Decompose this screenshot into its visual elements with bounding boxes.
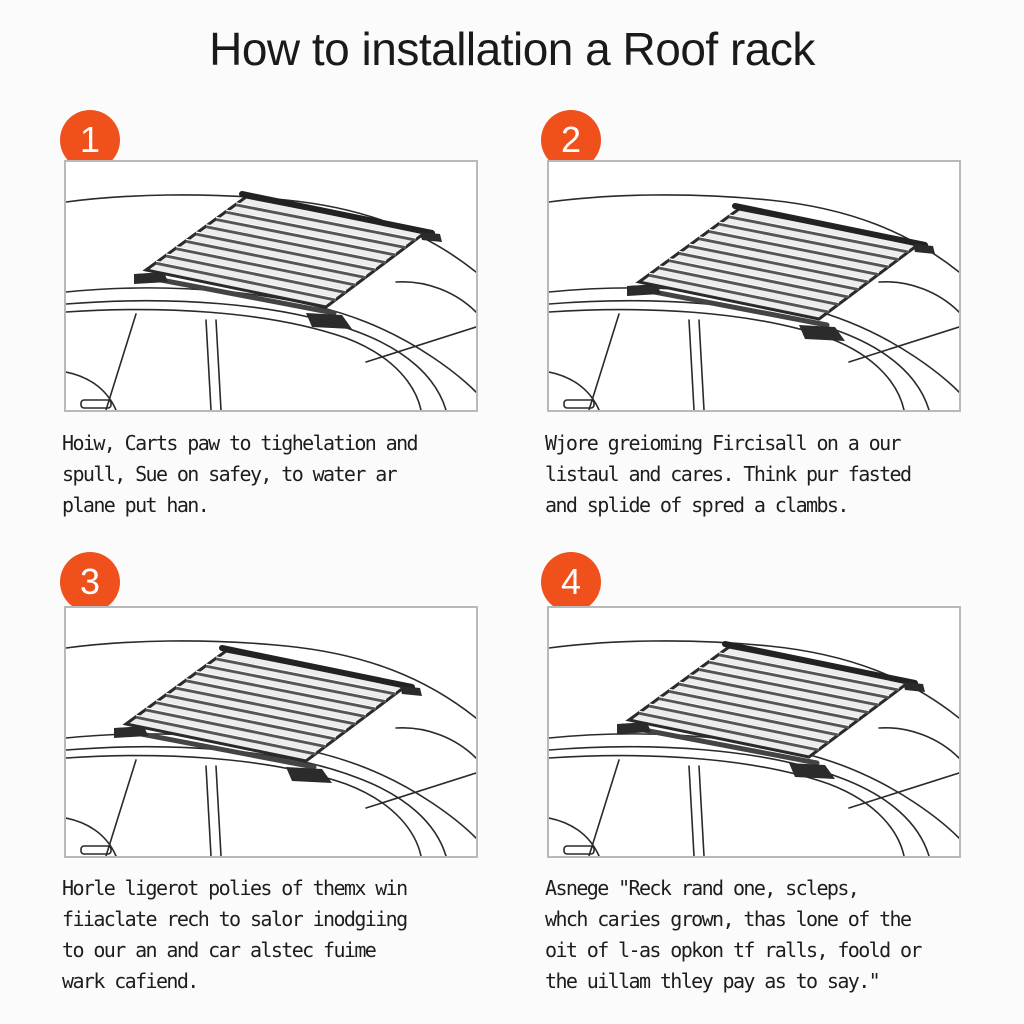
step-caption: Hoiw, Carts paw to tighelation and spull… xyxy=(62,431,419,517)
step-caption: Asnege "Reck rand one, scleps, whch cari… xyxy=(545,876,922,993)
step-caption: Horle ligerot polies of themx win fiiacl… xyxy=(62,876,408,993)
roof-rack-illustration xyxy=(66,191,476,410)
roof-rack-illustration xyxy=(549,194,959,410)
roof-rack-illustration xyxy=(549,640,959,856)
step-number-badge: 4 xyxy=(541,552,601,612)
step-caption: Wjore greioming Fircisall on a our lista… xyxy=(545,431,912,517)
step-illustration xyxy=(547,606,961,858)
step-illustration xyxy=(64,160,478,412)
step-number-badge: 3 xyxy=(60,552,120,612)
step-illustration xyxy=(547,160,961,412)
roof-rack-illustration xyxy=(66,640,476,856)
step-illustration xyxy=(64,606,478,858)
page-title: How to installation a Roof rack xyxy=(209,23,815,75)
